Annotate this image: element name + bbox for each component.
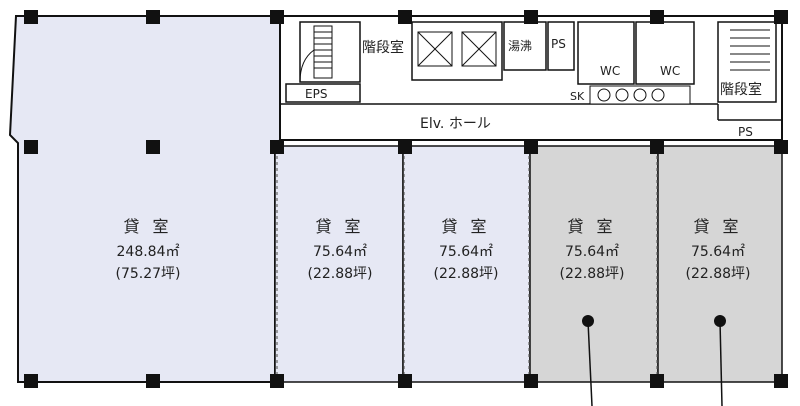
room-4-label: 貸 室 75.64㎡ (22.88坪) <box>559 217 624 282</box>
marker-room-5 <box>714 315 726 406</box>
room-4-tsubo: (22.88坪) <box>559 266 624 282</box>
label-stairs-right: 階段室 <box>720 81 762 98</box>
room-1-tsubo: (75.27坪) <box>115 266 180 282</box>
room-4-area[interactable] <box>529 145 659 383</box>
left-stair <box>299 21 361 83</box>
label-ps-top: PS <box>551 37 566 51</box>
room-2-area-value: 75.64㎡ <box>313 244 367 260</box>
room-2-title: 貸 室 <box>315 217 364 236</box>
columns <box>24 10 788 388</box>
room-5-area-value: 75.64㎡ <box>691 244 745 260</box>
core-area: 階段室 EPS 湯沸 PS WC WC SK <box>279 15 783 141</box>
room-1-label: 貸 室 248.84㎡ (75.27坪) <box>115 217 180 282</box>
right-stair <box>717 21 777 103</box>
room-3-title: 貸 室 <box>441 217 490 236</box>
label-wc-right: WC <box>660 64 680 78</box>
label-ps-right: PS <box>738 125 753 139</box>
partitions <box>276 150 658 378</box>
elevators <box>411 21 503 81</box>
wc-left-room <box>577 21 635 85</box>
room-3-tsubo: (22.88坪) <box>433 266 498 282</box>
room-5-label: 貸 室 75.64㎡ (22.88坪) <box>685 217 750 282</box>
eps-room <box>285 83 361 103</box>
label-eps: EPS <box>305 87 327 101</box>
room-2-tsubo: (22.88坪) <box>307 266 372 282</box>
room-1-area[interactable] <box>8 15 281 383</box>
marker-room-4 <box>582 315 594 406</box>
wc-right-room <box>635 21 695 85</box>
label-wc-left: WC <box>600 64 620 78</box>
room-1-area-value: 248.84㎡ <box>117 244 180 260</box>
room-3-label: 貸 室 75.64㎡ (22.88坪) <box>433 217 498 282</box>
room-4-area-value: 75.64㎡ <box>565 244 619 260</box>
room-3-area[interactable] <box>402 145 531 383</box>
label-sk: SK <box>570 90 585 103</box>
label-kitchen: 湯沸 <box>508 39 532 53</box>
room-2-label: 貸 室 75.64㎡ (22.88坪) <box>307 217 372 282</box>
room-1-title: 貸 室 <box>123 217 172 236</box>
room-4-title: 貸 室 <box>567 217 616 236</box>
room-2-area[interactable] <box>274 145 404 383</box>
room-5-title: 貸 室 <box>693 217 742 236</box>
room-5-tsubo: (22.88坪) <box>685 266 750 282</box>
label-elv-hall: Elv. ホール <box>420 116 491 132</box>
label-stairs-left: 階段室 <box>362 39 404 56</box>
room-3-area-value: 75.64㎡ <box>439 244 493 260</box>
